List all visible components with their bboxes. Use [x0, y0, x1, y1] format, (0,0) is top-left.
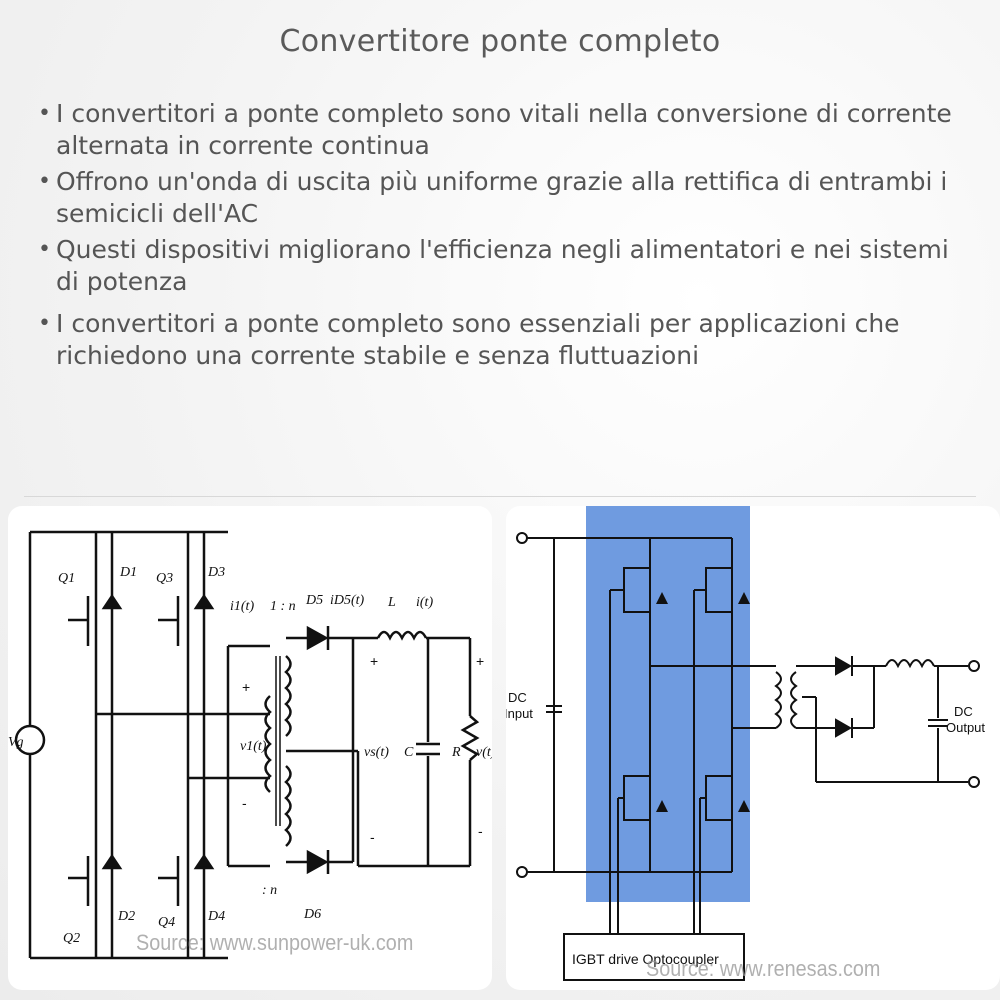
- input-terminal-top-icon: [516, 532, 528, 544]
- dc-input-label-line2: Input: [506, 706, 533, 721]
- label-plus-vs: +: [370, 653, 378, 669]
- bullet-item: I convertitori a ponte completo sono ess…: [36, 308, 976, 372]
- bullet-item: Questi dispositivi migliorano l'efficien…: [36, 234, 976, 298]
- label-minus-v: -: [478, 823, 483, 839]
- output-terminal-bottom-icon: [968, 776, 980, 788]
- left-circuit-labels: Vg Q1 D1 Q3 D3 Q2 D2 Q4 D4 i1(t) 1 : n :…: [8, 565, 492, 946]
- label-minus-v1: -: [242, 795, 247, 811]
- full-bridge-schematic: [14, 530, 480, 960]
- dc-input-label-line1: DC: [508, 690, 527, 705]
- bullet-list: I convertitori a ponte completo sono vit…: [36, 98, 976, 376]
- label-c: C: [404, 745, 414, 760]
- label-plus-v: +: [476, 653, 484, 669]
- label-d1: D1: [119, 565, 137, 580]
- label-minus-vs: -: [370, 829, 375, 845]
- output-terminal-top-icon: [968, 660, 980, 672]
- label-d5: D5: [305, 593, 323, 608]
- label-it: i(t): [416, 595, 433, 610]
- slide-title: Convertitore ponte completo: [279, 24, 721, 59]
- label-d3: D3: [207, 565, 225, 580]
- label-q1: Q1: [58, 571, 75, 586]
- label-i1: i1(t): [230, 599, 254, 614]
- label-vt: v(t): [476, 745, 492, 760]
- label-v1: v1(t): [240, 739, 267, 754]
- bullet-item: Offrono un'onda di uscita più uniforme g…: [36, 166, 976, 230]
- igbt-bridge-highlight: [586, 506, 750, 902]
- right-circuit-panel: DC Input DC Output IGBT drive Optocouple…: [506, 506, 1000, 990]
- left-circuit-panel: Vg Q1 D1 Q3 D3 Q2 D2 Q4 D4 i1(t) 1 : n :…: [8, 506, 492, 990]
- label-d4: D4: [207, 909, 225, 924]
- section-divider: [24, 496, 976, 497]
- label-d6: D6: [303, 907, 321, 922]
- input-terminal-bottom-icon: [516, 866, 528, 878]
- label-id5: iD5(t): [330, 593, 365, 608]
- driver-label: IGBT drive Optocoupler: [572, 951, 719, 967]
- label-vs: vs(t): [364, 745, 389, 760]
- label-plus-v1: +: [242, 679, 250, 695]
- igbt-bridge-schematic: DC Input DC Output IGBT drive Optocouple…: [506, 506, 985, 981]
- left-source-credit: Source: www.sunpower-uk.com: [136, 930, 414, 955]
- label-ratio-top: 1 : n: [270, 599, 296, 614]
- bullet-item: I convertitori a ponte completo sono vit…: [36, 98, 976, 162]
- label-q3: Q3: [156, 571, 173, 586]
- label-ratio-bottom: : n: [262, 883, 277, 898]
- label-q2: Q2: [63, 931, 80, 946]
- label-vg: Vg: [8, 735, 24, 750]
- label-q4: Q4: [158, 915, 175, 930]
- label-d2: D2: [117, 909, 135, 924]
- right-source-credit: Source: www.renesas.com: [646, 956, 881, 981]
- dc-output-label-line1: DC: [954, 704, 973, 719]
- dc-output-label-line2: Output: [946, 720, 985, 735]
- igbt-driver-box: [563, 933, 745, 981]
- label-r: R: [451, 745, 461, 760]
- label-l: L: [387, 595, 396, 610]
